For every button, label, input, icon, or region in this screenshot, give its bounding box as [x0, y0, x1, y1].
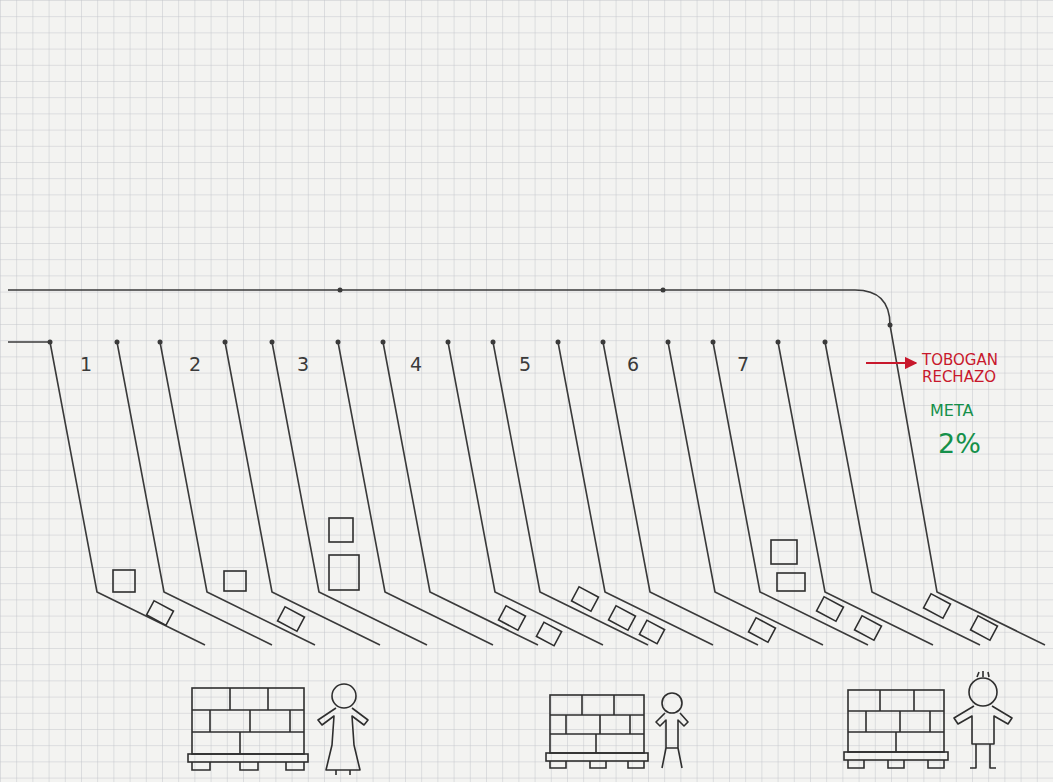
chute-number: 3 [297, 354, 327, 376]
reject-arrow [866, 362, 916, 364]
pallets [188, 688, 948, 770]
chute-number: 6 [627, 354, 657, 376]
chute-number: 7 [737, 354, 767, 376]
conveyor-joints [48, 288, 893, 345]
goal-label: META [930, 402, 1020, 420]
chute-number: 4 [410, 354, 440, 376]
chute-number: 5 [519, 354, 549, 376]
operators [318, 671, 1012, 775]
conveyor [8, 290, 1045, 645]
chute-number: 1 [80, 354, 110, 376]
parcels [113, 518, 997, 646]
goal-value: 2% [938, 428, 1038, 459]
chute-number: 2 [189, 354, 219, 376]
reject-chute-label: TOBOGAN RECHAZO [922, 352, 1034, 387]
